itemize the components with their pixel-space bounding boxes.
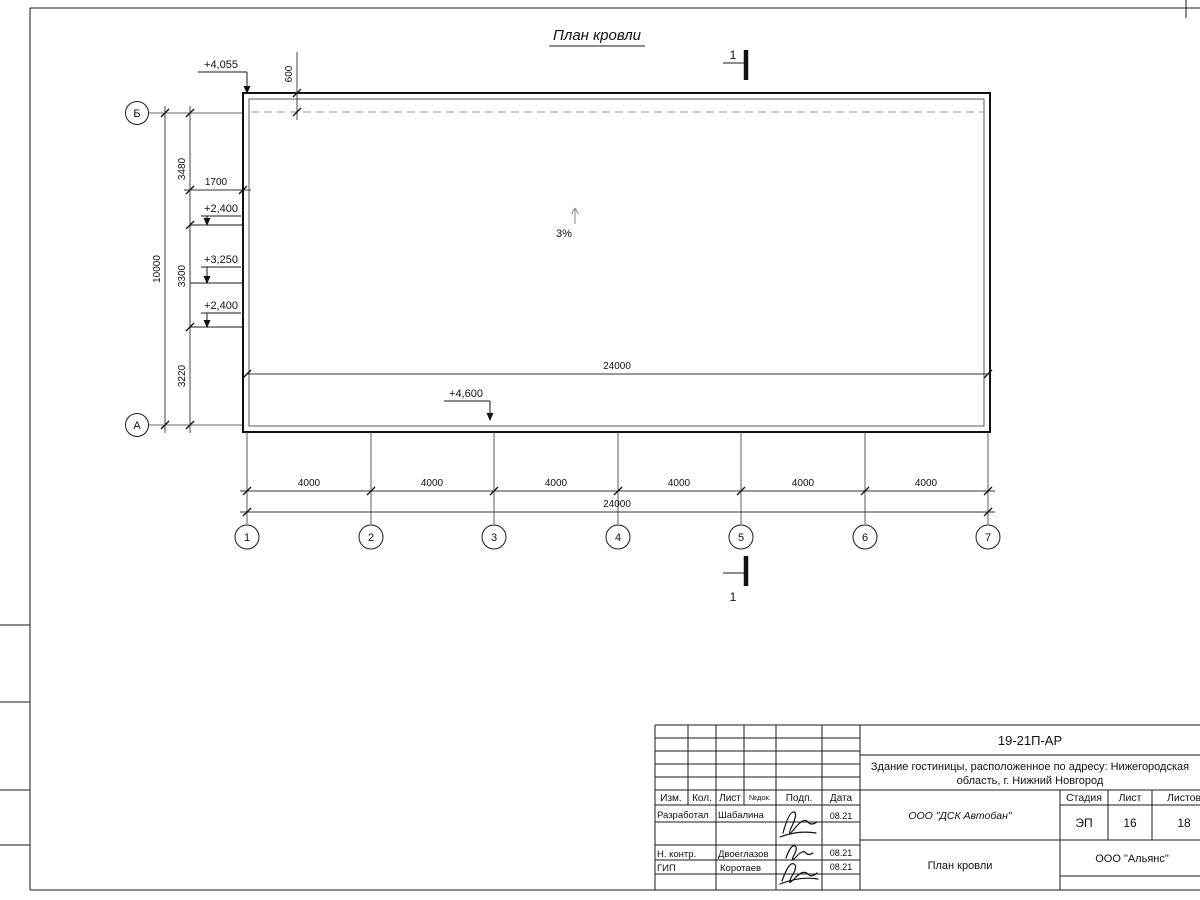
column-grid: 4000 4000 4000 4000 4000 4000 24000 1 2 … [234,432,1001,550]
dim-4000: 4000 [421,478,444,489]
axis-col-6: 6 [862,532,868,544]
listov-value: 18 [1177,816,1191,830]
down-arrow-icon [486,413,494,421]
down-arrow-icon [203,218,211,226]
person-role: ГИП [657,863,676,874]
project-description-line1: Здание гостиницы, расположенное по адрес… [871,761,1189,773]
col-header-izm: Изм. [660,793,681,804]
title-block: Изм. Кол. Лист №док. Подп. Дата Разработ… [654,724,1200,890]
slope-label: 3% [556,228,572,240]
axis-row-A: А [133,420,141,432]
down-arrow-icon [243,86,251,94]
drawing-title: План кровли [549,27,645,47]
axis-col-1: 1 [244,532,250,544]
stage-value: ЭП [1075,816,1092,830]
section-mark-top: 1 [723,48,749,80]
down-arrow-icon [203,320,211,328]
axis-col-7: 7 [985,532,991,544]
person-date: 08.21 [830,811,853,821]
elevation-marks: +4,055 +2,400 +3,250 +2,400 +4,600 [198,59,494,421]
col-header-list: Лист [719,793,741,804]
dim-roof-width-inner: 24000 [242,361,993,379]
section-label: 1 [730,48,737,62]
list-value: 16 [1123,816,1137,830]
page-title: План кровли [553,27,642,44]
stage-header: Стадия [1066,792,1102,804]
person-name: Коротаев [720,863,761,874]
axis-col-4: 4 [615,532,621,544]
col-header-date: Дата [830,793,853,804]
dim-canopy-width: 1700 [184,177,251,195]
dim-1700: 1700 [205,177,228,188]
dim-parapet-offset: 600 [284,52,302,120]
dim-4000: 4000 [545,478,568,489]
row-axes: Б А [125,101,243,437]
listov-header: Листов [1167,792,1200,804]
dim-3480: 3480 [177,157,188,180]
section-mark-bottom: 1 [723,556,749,604]
elevation-roof-top-left: +4,055 [204,59,238,71]
person-name: Двоеглазов [718,849,769,860]
organization-name: ООО "Альянс" [1095,853,1169,865]
signature-icon [779,811,818,838]
elevation-canopy-lower: +2,400 [204,300,238,312]
elevation-roof-bottom: +4,600 [449,388,483,400]
signature-icon [779,863,819,885]
dim-24000-inner: 24000 [603,361,631,372]
person-name: Шабалина [718,810,765,821]
dim-4000: 4000 [792,478,815,489]
list-header: Лист [1119,792,1142,804]
dim-600: 600 [284,65,295,82]
dim-3220: 3220 [177,364,188,387]
dim-24000-total: 24000 [603,499,631,510]
axis-col-5: 5 [738,532,744,544]
person-date: 08.21 [830,862,853,872]
dim-3300: 3300 [177,264,188,287]
dim-4000: 4000 [668,478,691,489]
col-header-kol: Кол. [692,793,712,804]
axis-col-2: 2 [368,532,374,544]
dim-10000: 10000 [152,255,163,283]
axis-col-3: 3 [491,532,497,544]
doc-number: 19-21П-АР [998,733,1062,748]
elevation-canopy-mid: +3,250 [204,254,238,266]
person-role: Н. контр. [657,849,696,860]
contractor-name: ООО "ДСК Автобан" [908,810,1013,822]
section-label: 1 [730,590,737,604]
col-header-sign: Подп. [786,793,813,804]
person-date: 08.21 [830,848,853,858]
signature-icon [785,845,814,861]
dim-left-chains: 3480 3300 3220 10000 [152,106,195,433]
sheet-name: План кровли [928,860,993,872]
project-description-line2: область, г. Нижний Новгород [957,775,1104,787]
axis-row-B: Б [133,108,140,120]
dim-4000: 4000 [915,478,938,489]
elevation-canopy-upper: +2,400 [204,203,238,215]
roof-outline [242,92,991,433]
dim-4000: 4000 [298,478,321,489]
slope-annotation: 3% [556,207,579,240]
down-arrow-icon [203,276,211,284]
person-role: Разработал [657,810,709,821]
col-header-doc: №док. [749,793,771,802]
